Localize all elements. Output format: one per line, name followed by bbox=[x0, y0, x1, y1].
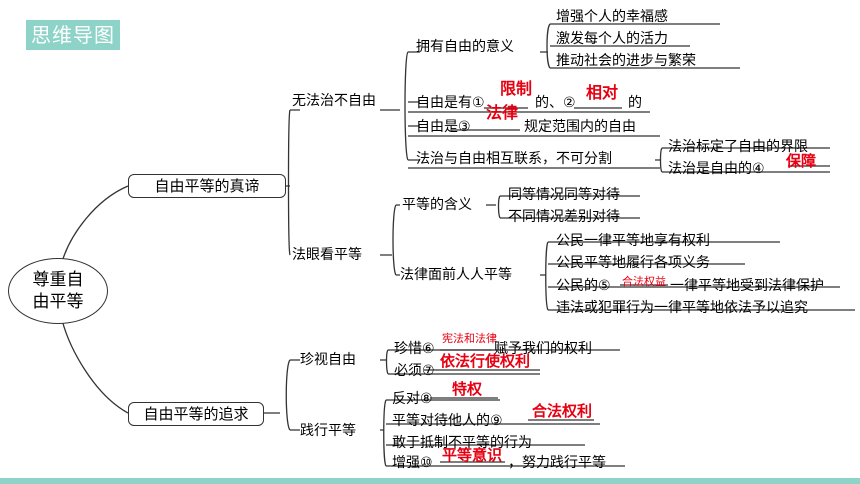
root-line-2: 由平等 bbox=[32, 292, 84, 312]
practice-line-4a: 增强⑩ bbox=[392, 455, 433, 471]
cherish-line-2a: 必须⑦ bbox=[394, 363, 435, 379]
relation-label: 法治与自由相互联系，不可分割 bbox=[416, 151, 612, 167]
answer-2: 相对 bbox=[586, 83, 619, 102]
answer-7: 依法行使权利 bbox=[440, 352, 531, 370]
law-item-1: 公民一律平等地享有权利 bbox=[556, 233, 710, 249]
meaning-item-2: 激发每个人的活力 bbox=[556, 31, 668, 47]
cherish-line-1b: 赋予我们的权利 bbox=[494, 341, 592, 357]
branch-pursuit: 自由平等的追求 bbox=[128, 402, 264, 426]
scope-line-b: 规定范围内的自由 bbox=[524, 119, 636, 135]
law-item-3b: 一律平等地受到法律保护 bbox=[670, 278, 824, 294]
sub-law-view-equality: 法眼看平等 bbox=[292, 247, 362, 263]
practice-line-4b: ，努力践行平等 bbox=[508, 455, 606, 471]
practice-line-3: 敢于抵制不平等的行为 bbox=[392, 435, 532, 451]
law-equality-label: 法律面前人人平等 bbox=[400, 267, 512, 283]
branch-truth: 自由平等的真谛 bbox=[128, 174, 286, 198]
sub-no-law-no-freedom: 无法治不自由 bbox=[292, 93, 376, 109]
root-line-1: 尊重自 bbox=[32, 270, 84, 290]
sub-cherish-freedom: 珍视自由 bbox=[300, 352, 356, 368]
meaning-item-1: 增强个人的幸福感 bbox=[556, 9, 668, 25]
cherish-line-1a: 珍惜⑥ bbox=[394, 341, 435, 357]
answer-1: 限制 bbox=[500, 79, 533, 98]
answer-8: 特权 bbox=[452, 380, 483, 398]
page-title: 思维导图 bbox=[26, 20, 120, 50]
relation-item-2: 法治是自由的④ bbox=[668, 161, 765, 177]
answer-6: 宪法和法律 bbox=[442, 332, 497, 345]
sub-practice-equality: 践行平等 bbox=[300, 423, 356, 439]
practice-line-1: 反对⑧ bbox=[392, 391, 433, 407]
answer-3: 法律 bbox=[486, 103, 519, 122]
slide-bottom-border bbox=[0, 478, 860, 484]
root-node: 尊重自 由平等 bbox=[8, 258, 108, 324]
answer-9: 合法权利 bbox=[532, 402, 593, 420]
law-item-3a: 公民的⑤ bbox=[556, 278, 611, 294]
meaning-item-3: 推动社会的进步与繁荣 bbox=[556, 53, 696, 69]
scope-line-a: 自由是③ bbox=[416, 119, 471, 135]
answer-5: 合法权益 bbox=[622, 275, 666, 288]
free-line-b: 的、② bbox=[535, 95, 576, 111]
free-line-a: 自由是有① bbox=[416, 95, 485, 111]
practice-line-2: 平等对待他人的⑨ bbox=[392, 413, 503, 429]
equality-meaning-2: 不同情况差别对待 bbox=[508, 209, 620, 225]
freedom-meaning-label: 拥有自由的意义 bbox=[416, 39, 514, 55]
equality-meaning-1: 同等情况同等对待 bbox=[508, 187, 620, 203]
answer-4: 保障 bbox=[786, 152, 817, 170]
law-item-2: 公民平等地履行各项义务 bbox=[556, 255, 710, 271]
free-line-c: 的 bbox=[628, 95, 642, 111]
law-item-4: 违法或犯罪行为一律平等地依法予以追究 bbox=[556, 300, 808, 316]
equality-meaning-label: 平等的含义 bbox=[402, 197, 472, 213]
answer-10: 平等意识 bbox=[442, 446, 503, 464]
relation-item-1: 法治标定了自由的界限 bbox=[668, 139, 808, 155]
